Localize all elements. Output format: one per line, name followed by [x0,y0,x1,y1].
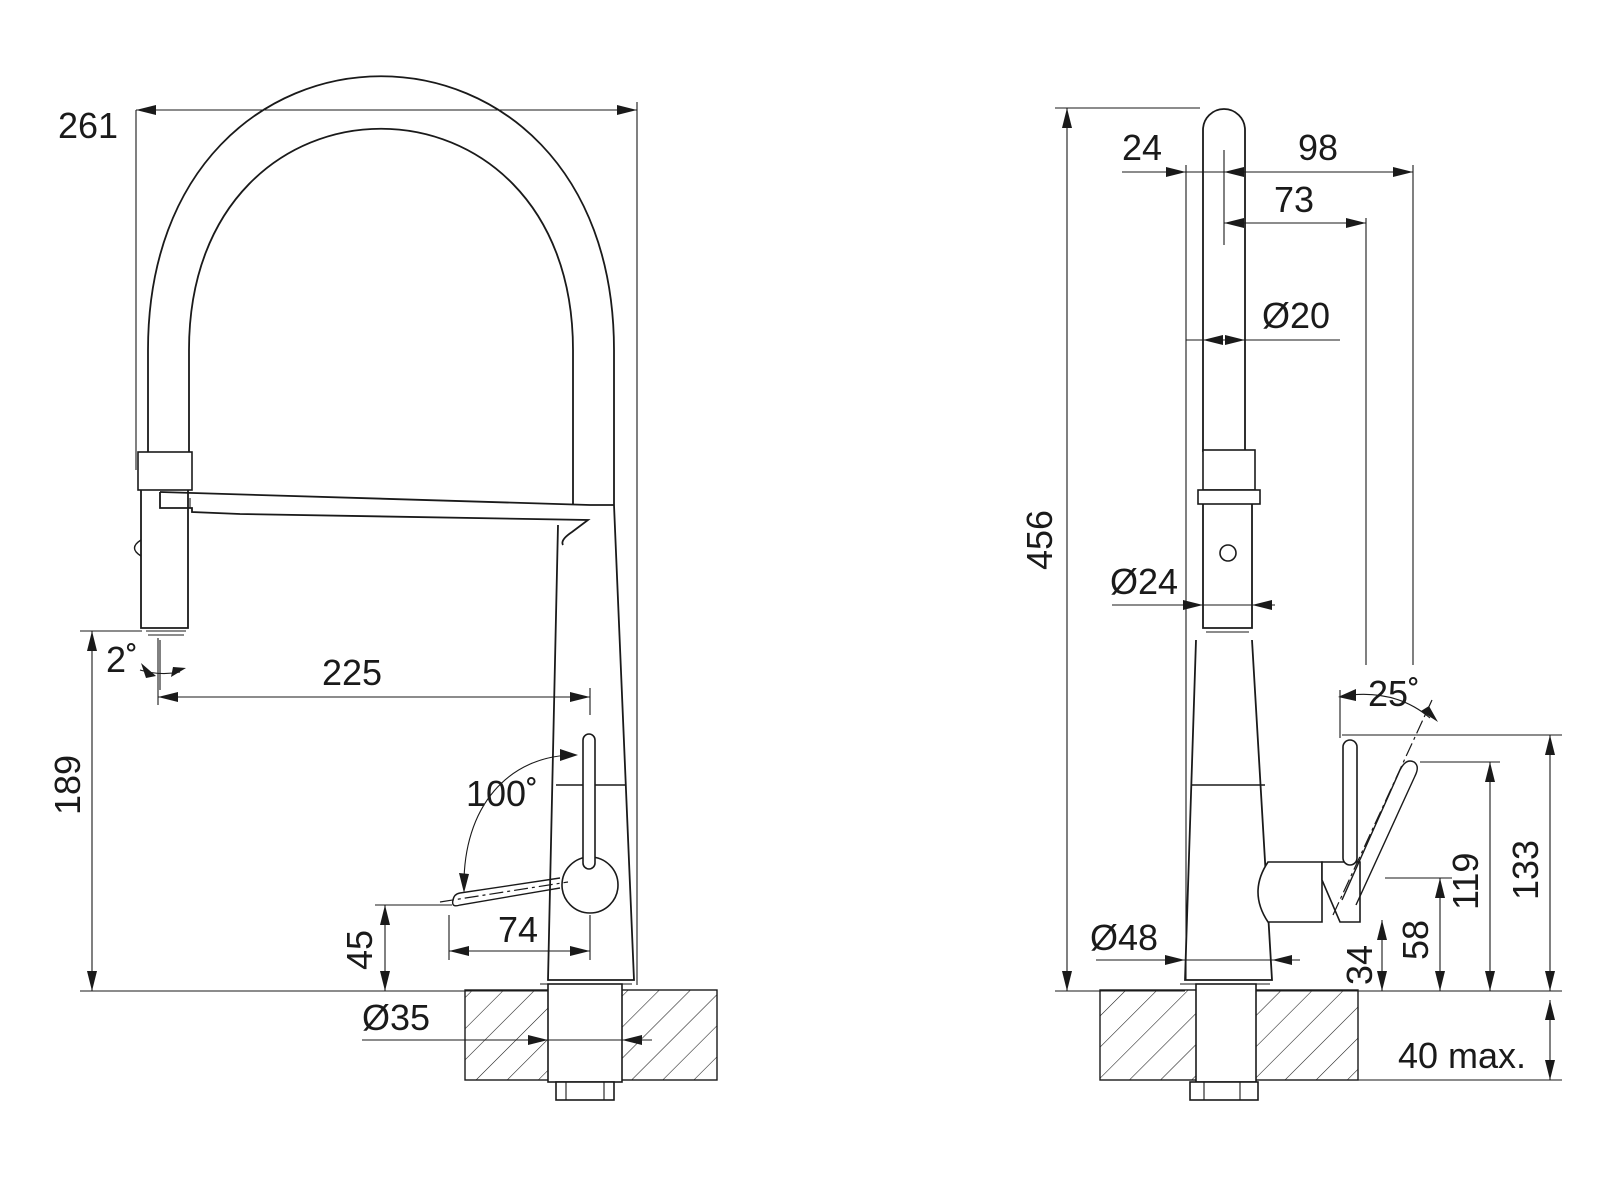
label-98: 98 [1298,127,1338,168]
dim-189 [80,630,548,992]
dim-angle-100 [459,749,578,893]
dim-24-98 [1122,165,1414,980]
label-73: 73 [1274,179,1314,220]
dim-225 [157,638,591,715]
dim-119 [1420,761,1500,991]
dim-456 [1055,107,1200,992]
front-countertop [464,983,718,1101]
dim-dia-48 [1096,955,1300,965]
front-spout-arch [147,75,615,505]
dim-58 [1385,877,1452,991]
dim-angle-2 [139,640,186,690]
label-45: 45 [339,930,380,970]
dim-73 [1224,218,1367,665]
dim-dia-35 [362,1035,652,1045]
label-dia-20: Ø20 [1262,295,1330,336]
front-lever [561,733,619,914]
side-faucet-body [1184,639,1273,981]
label-119: 119 [1445,853,1486,910]
label-40-max: 40 max. [1398,1035,1526,1076]
label-angle-2: 2˚ [106,639,138,680]
side-lever-phantom [1332,699,1433,916]
label-24: 24 [1122,127,1162,168]
dim-45 [375,904,452,991]
side-spray-head [1197,449,1261,633]
side-lever-knob [1257,739,1361,923]
label-angle-100: 100˚ [466,773,538,814]
label-dia-24: Ø24 [1110,561,1178,602]
dim-34 [1377,920,1387,991]
label-58: 58 [1395,920,1436,960]
label-261: 261 [58,105,118,146]
label-189: 189 [47,755,88,815]
side-countertop [1099,983,1359,1101]
label-74: 74 [498,909,538,950]
front-lever-phantom [439,877,569,907]
dim-dia-20 [1186,335,1340,345]
label-dia-48: Ø48 [1090,917,1158,958]
dim-133 [1342,734,1562,991]
dim-40-max [1256,990,1562,1081]
dim-dia-24 [1112,600,1275,610]
front-holder-arm [159,491,614,546]
label-133: 133 [1505,840,1546,900]
side-spout-tube [1202,108,1246,452]
dim-261 [135,102,638,985]
front-view: 261 2˚ 225 189 100˚ 45 74 Ø35 [47,75,718,1101]
label-456: 456 [1019,510,1060,570]
front-spray-head [133,451,193,636]
label-dia-35: Ø35 [362,997,430,1038]
label-225: 225 [322,652,382,693]
dim-74 [448,915,591,960]
side-view: 456 24 98 73 Ø20 Ø24 25˚ Ø48 34 58 119 1… [1019,107,1562,1101]
label-angle-25: 25˚ [1368,673,1420,714]
label-34: 34 [1339,945,1380,985]
dim-angle-25 [1338,689,1438,738]
